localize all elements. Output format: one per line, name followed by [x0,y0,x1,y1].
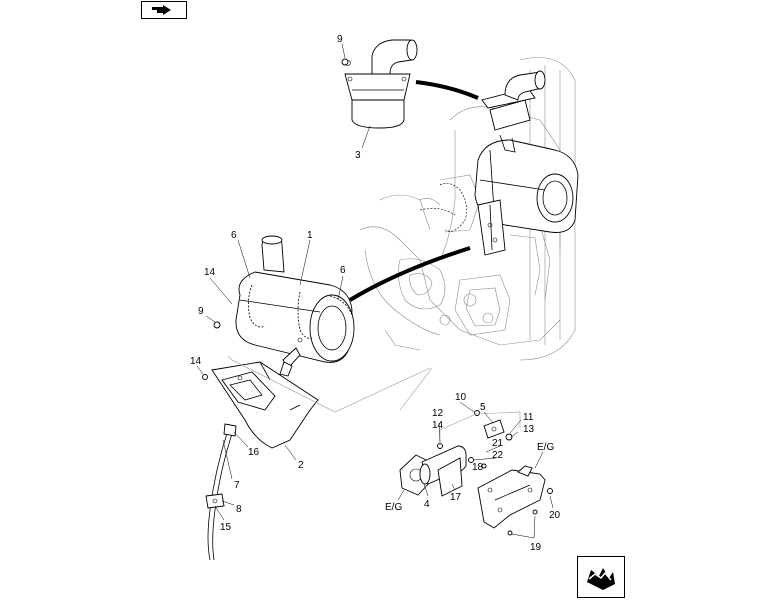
installation-pointer-top [415,80,479,100]
next-page-button[interactable] [577,556,625,598]
callout-7: 7 [234,480,240,491]
callout-20: 20 [549,510,561,521]
callout-16: 16 [248,447,260,458]
callout-9-left: 9 [198,306,204,317]
callout-12: 12 [432,408,444,419]
precleaner-part-3 [344,39,418,129]
installed-air-cleaner [474,70,579,256]
callout-10: 10 [455,392,467,403]
washer-part-14 [202,374,208,380]
callout-8: 8 [236,504,242,515]
return-button[interactable] [141,1,187,19]
callout-14-lower: 14 [190,356,202,367]
hose-part-7 [205,423,237,561]
bolt-part-9 [213,321,221,329]
callout-eg-right: E/G [537,442,554,453]
bolt-part-9-top [341,58,349,66]
leader-lines [196,43,554,539]
callout-19: 19 [530,542,542,553]
air-cleaner-part-1 [235,235,355,377]
callout-4: 4 [424,499,430,510]
callout-2: 2 [298,460,304,471]
callout-14-right: 14 [432,420,444,431]
callout-21: 21 [492,438,504,449]
return-arrow-icon [152,5,171,15]
next-page-arrow-icon [587,568,615,590]
callout-labels: 9 3 6 1 14 6 9 14 16 2 7 8 15 10 5 12 14… [190,34,561,553]
callout-14-upper: 14 [204,267,216,278]
callout-18: 18 [472,462,484,473]
callout-17: 17 [450,492,462,503]
callout-11: 11 [523,412,534,423]
callout-eg-left: E/G [385,502,402,513]
callout-5: 5 [480,402,486,413]
installation-pointer-mid [348,246,471,302]
callout-3: 3 [355,150,361,161]
callout-9-top: 9 [337,34,343,45]
bracket-part-2 [211,361,319,449]
callout-1: 1 [307,230,313,241]
callout-15: 15 [220,522,232,533]
callout-6-right: 6 [340,265,346,276]
mounting-bracket-assembly [399,410,553,536]
callout-22: 22 [492,450,504,461]
callout-13: 13 [523,424,535,435]
callout-6-left: 6 [231,230,237,241]
